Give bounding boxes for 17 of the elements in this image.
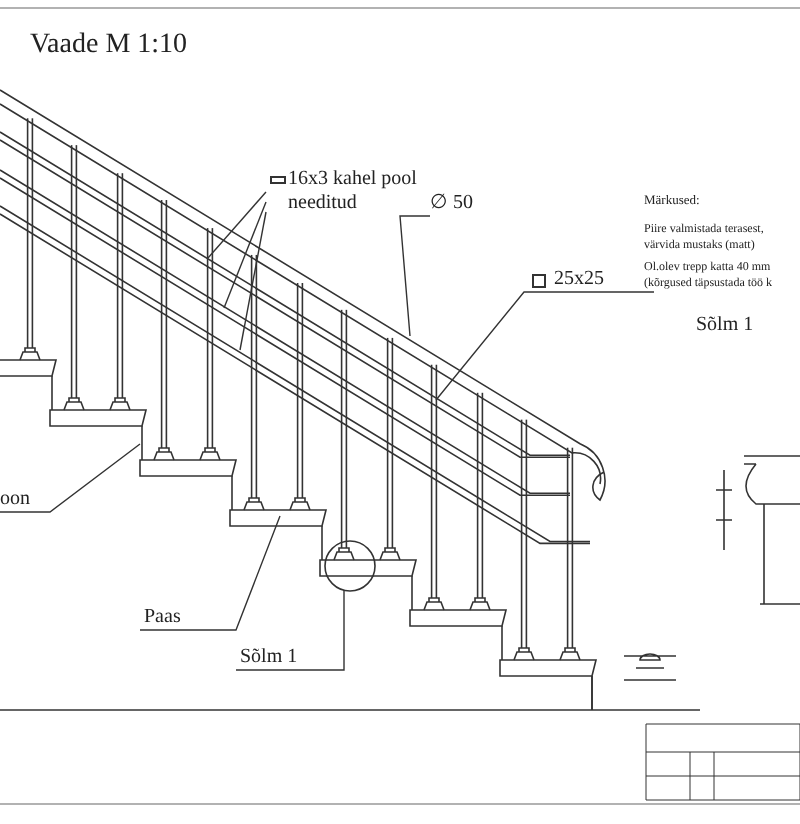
leader-line — [239, 211, 267, 351]
callout-label: oon — [0, 488, 30, 512]
detail-circle — [324, 540, 376, 592]
callout-label: 16x3 kahel pool needitud — [288, 168, 419, 216]
leader-line — [0, 443, 141, 513]
callout-label: 25x25 — [554, 268, 604, 292]
callout-label: Paas — [144, 606, 181, 630]
leader-line — [235, 589, 345, 671]
detail-title: Sõlm 1 — [696, 314, 754, 336]
leader-line — [399, 215, 431, 337]
leader-line — [139, 515, 281, 631]
leader-line — [435, 291, 655, 401]
callout-label: ∅ 50 — [430, 192, 473, 216]
leader-line — [207, 191, 267, 259]
callout-label: Sõlm 1 — [240, 646, 298, 670]
view-title: Vaade M 1:10 — [30, 30, 188, 62]
leader-line — [223, 201, 267, 309]
